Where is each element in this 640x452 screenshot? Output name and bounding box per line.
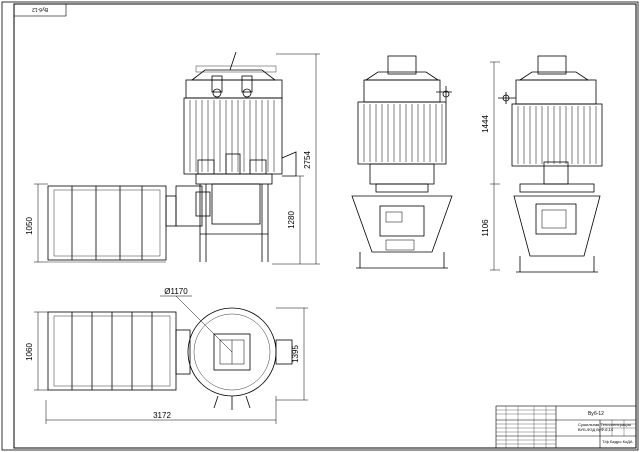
right-view	[498, 55, 603, 273]
plan-view	[47, 307, 293, 410]
front-view	[183, 51, 297, 262]
dim-plan-width: 1395	[291, 345, 300, 363]
title-block	[495, 405, 637, 449]
title-block-name-line2: ВУБ-ФЗД ВуФ-6,14	[578, 427, 614, 432]
dim-side-left-height: 1050	[25, 217, 34, 235]
title-block-code: Вуб-12	[588, 411, 604, 417]
dim-right-lower-height: 1106	[481, 219, 490, 237]
dim-front-frame-height: 1280	[287, 211, 296, 229]
side-view-dimension-lines	[34, 183, 48, 263]
title-block-footer: Т/ф Бедро КоДА	[602, 439, 633, 444]
dim-plan-diameter: Ø1170	[164, 287, 188, 296]
dim-plan-overall-length: 3172	[153, 411, 171, 420]
corner-label: Вуб-12	[32, 6, 48, 12]
dim-front-overall-height: 2754	[303, 151, 312, 169]
dim-plan-left-height: 1060	[25, 343, 34, 361]
plan-dimension-lines	[34, 295, 308, 424]
side-view-left	[47, 185, 203, 263]
title-block-name-line1: Сушильная Теплогенерация	[578, 422, 631, 427]
right-view-dimension-lines	[490, 61, 500, 271]
front-dimension-lines	[272, 53, 320, 265]
dim-right-upper-height: 1444	[481, 115, 490, 133]
middle-view	[351, 55, 453, 269]
